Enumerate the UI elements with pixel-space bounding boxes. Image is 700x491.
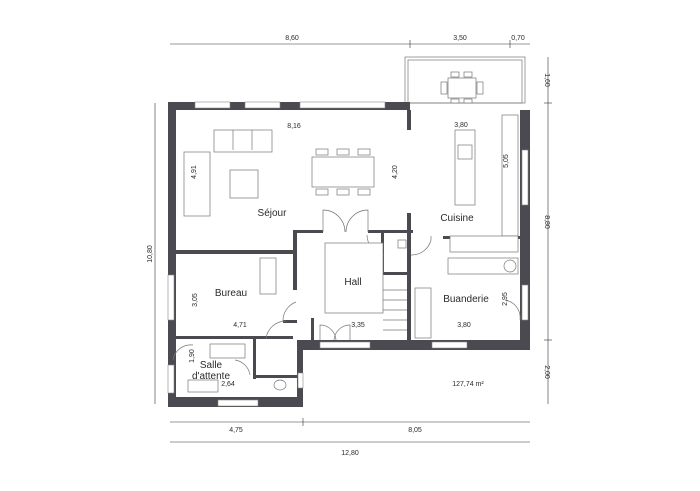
dim-buanderie-depth: 2,95 xyxy=(502,292,509,306)
stairs xyxy=(383,289,407,331)
dim-top-1: 8,60 xyxy=(285,35,299,42)
room-label-salle-line2: d'attente xyxy=(192,371,230,382)
dim-left: 10,80 xyxy=(147,245,154,263)
total-area: 127,74 m² xyxy=(452,381,484,388)
washing-machine xyxy=(503,259,517,273)
dim-right-3: 2,00 xyxy=(543,365,550,379)
dim-sejour-height: 4,20 xyxy=(392,165,399,179)
dim-bottom-2: 8,05 xyxy=(408,427,422,434)
dim-buanderie-width: 3,80 xyxy=(457,322,471,329)
sofa-side xyxy=(183,151,211,217)
waiting-bench xyxy=(187,379,219,393)
terrace xyxy=(404,56,526,104)
dim-sejour-width: 8,16 xyxy=(287,123,301,130)
dim-bureau-depth: 3,05 xyxy=(192,293,199,307)
dim-bottom-1: 4,75 xyxy=(229,427,243,434)
kitchen-island xyxy=(454,129,476,206)
sofa xyxy=(213,129,273,153)
cooktop xyxy=(457,144,473,160)
dim-right-1: 1,60 xyxy=(543,73,550,87)
dimension-lines xyxy=(154,40,552,443)
room-label-buanderie: Buanderie xyxy=(443,294,489,305)
terrace-table xyxy=(447,77,477,99)
dim-top-3: 0,70 xyxy=(511,35,525,42)
dim-cuisine-width: 3,80 xyxy=(454,122,468,129)
dim-bureau-width: 4,71 xyxy=(233,322,247,329)
dim-right-2: 8,80 xyxy=(543,215,550,229)
windows xyxy=(167,101,529,407)
dim-hall-width: 3,35 xyxy=(351,322,365,329)
coffee-table xyxy=(229,169,259,199)
dim-total: 12,80 xyxy=(341,450,359,457)
furniture xyxy=(183,114,519,393)
dim-cuisine-depth: 5,05 xyxy=(503,154,510,168)
toilet xyxy=(273,379,287,391)
room-label-sejour: Séjour xyxy=(258,208,288,219)
room-label-salle-line1: Salle xyxy=(200,360,223,371)
dining-table xyxy=(311,156,375,188)
dim-top-2: 3,50 xyxy=(453,35,467,42)
sink xyxy=(397,239,407,249)
hall-rug xyxy=(324,242,384,314)
dim-sejour-depth: 4,91 xyxy=(191,165,198,179)
dim-salle-width: 2,64 xyxy=(221,381,235,388)
room-label-bureau: Bureau xyxy=(215,288,247,299)
laundry-counter xyxy=(447,257,519,275)
room-label-hall: Hall xyxy=(344,277,361,288)
storage xyxy=(414,287,432,339)
kitchen-counter xyxy=(501,114,519,237)
desk xyxy=(259,257,277,295)
dim-salle-depth: 1,90 xyxy=(189,349,196,363)
waiting-chairs xyxy=(209,343,246,359)
room-label-cuisine: Cuisine xyxy=(440,213,474,224)
kitchen-counter-bottom xyxy=(449,235,519,253)
